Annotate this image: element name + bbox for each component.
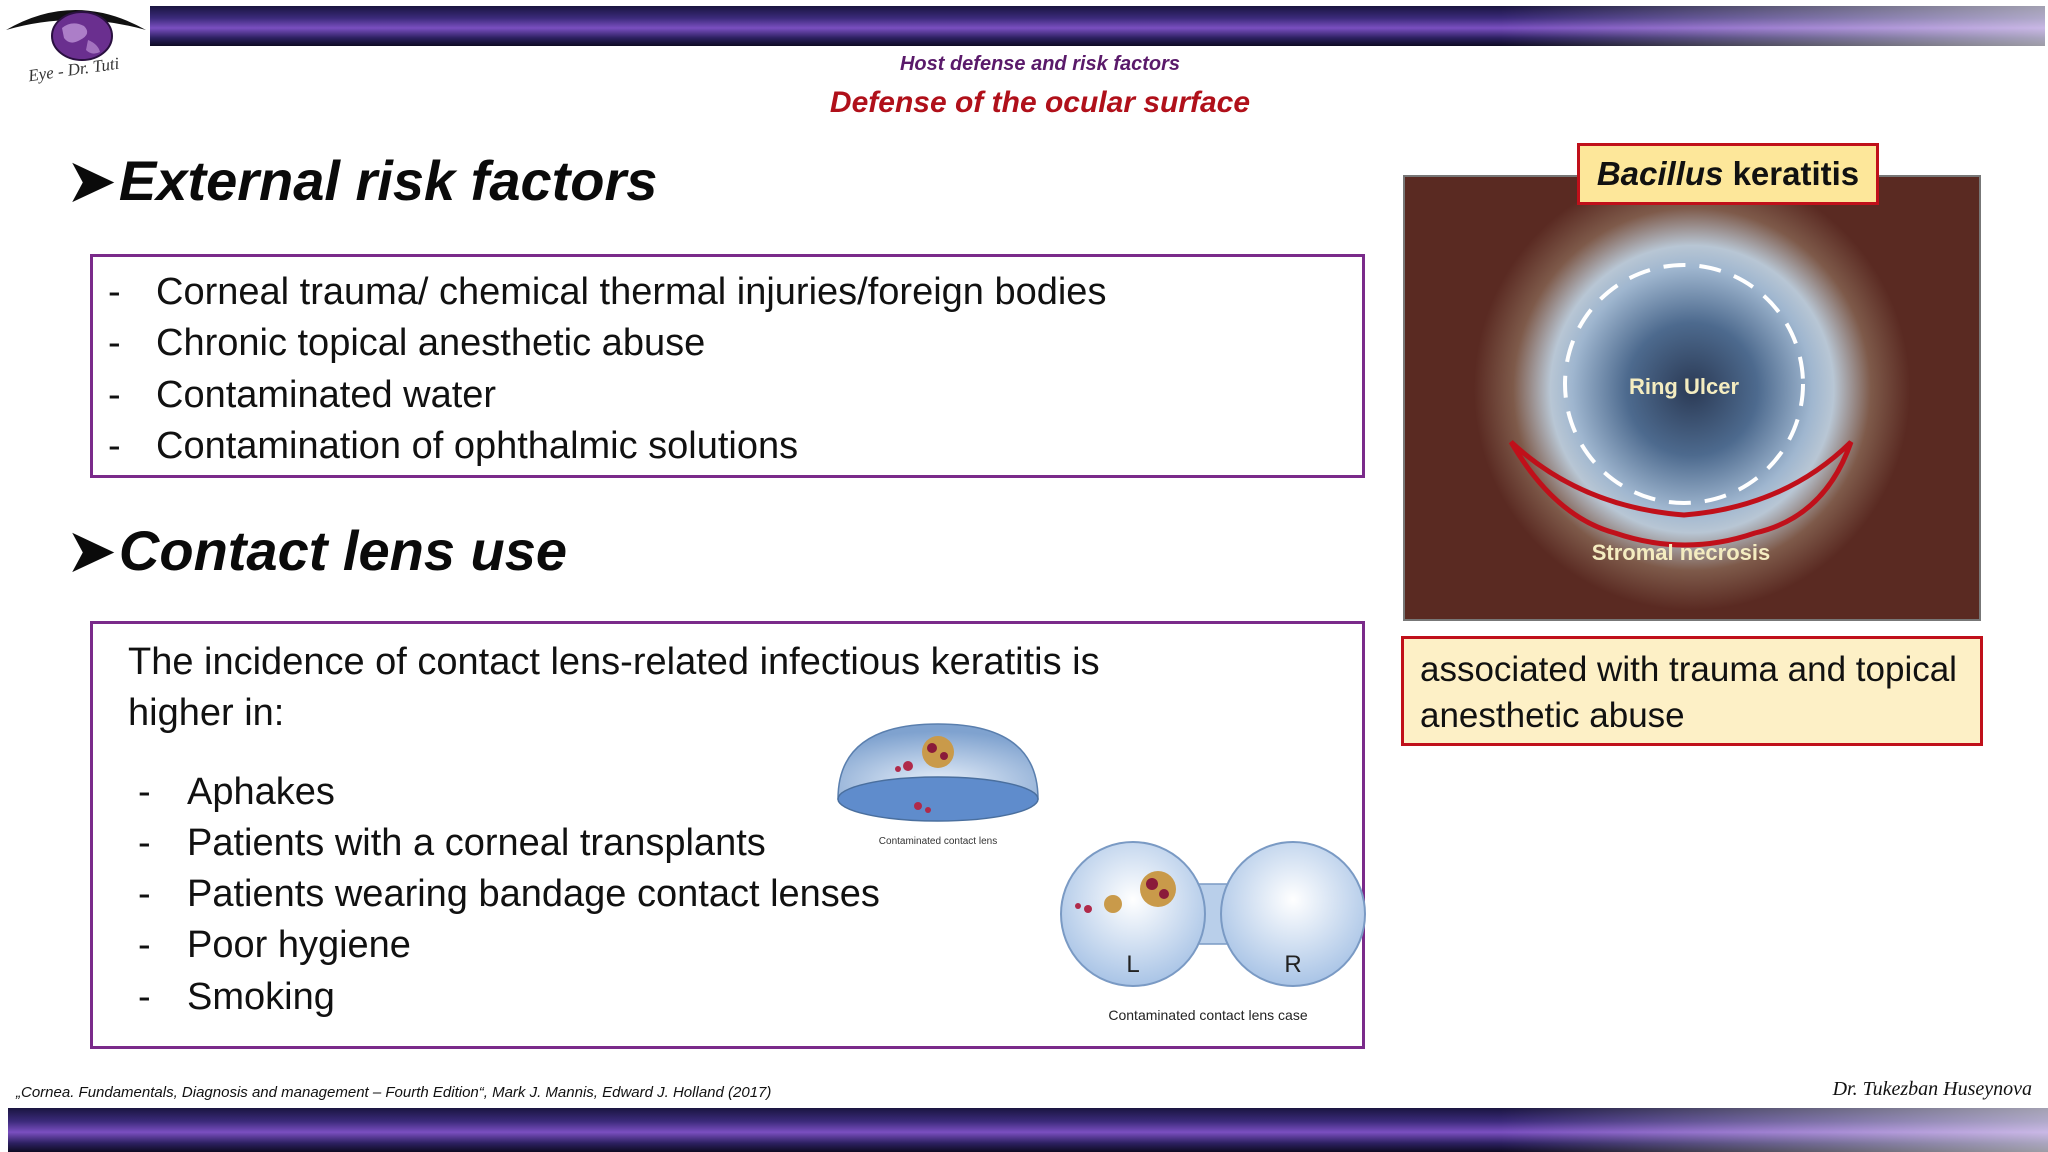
contaminated-lens-illustration: Contaminated contact lens	[837, 723, 1039, 847]
list-dash: -	[138, 924, 151, 966]
list-dash: -	[138, 771, 151, 813]
intro-text-line1: The incidence of contact lens-related in…	[128, 641, 1100, 683]
list-dash: -	[138, 873, 151, 915]
slide-title: Defense of the ocular surface	[829, 86, 1251, 119]
list-item: Contamination of ophthalmic solutions	[156, 425, 799, 467]
ring-ulcer-label: Ring Ulcer	[1629, 374, 1739, 399]
external-risk-box: - Corneal trauma/ chemical thermal injur…	[90, 254, 1365, 478]
association-note-box: associated with trauma and topical anest…	[1401, 636, 1983, 746]
list-item: Chronic topical anesthetic abuse	[156, 322, 706, 364]
contaminated-lens-case-illustration: L R Contaminated contact lens case	[1060, 841, 1366, 1023]
list-item: Poor hygiene	[187, 924, 411, 966]
note-line2: anesthetic abuse	[1420, 696, 1685, 735]
external-heading-text: External risk factors	[118, 149, 658, 212]
eye-logo-icon	[6, 10, 146, 61]
list-item: Patients wearing bandage contact lenses	[187, 873, 880, 915]
list-item: Corneal trauma/ chemical thermal injurie…	[156, 271, 1107, 313]
bottom-banner-fade	[1500, 1108, 2048, 1152]
list-item: Aphakes	[187, 771, 335, 813]
list-item: Patients with a corneal transplants	[187, 822, 766, 864]
list-dash: -	[138, 976, 151, 1018]
case-right-label: R	[1284, 951, 1301, 978]
list-dash: -	[138, 822, 151, 864]
contact-lens-box: The incidence of contact lens-related in…	[90, 621, 1366, 1049]
stromal-necrosis-label: Stromal necrosis	[1592, 540, 1771, 565]
note-line1: associated with trauma and topical	[1420, 650, 1957, 689]
list-dash: -	[108, 374, 121, 416]
bacillus-italic: Bacillus	[1596, 155, 1724, 192]
list-item: Smoking	[187, 976, 335, 1018]
slide-kicker: Host defense and risk factors	[899, 53, 1181, 75]
contact-heading: ➤Contact lens use	[68, 518, 567, 584]
arrow-bullet-icon: ➤	[68, 149, 115, 212]
list-item: Contaminated water	[156, 374, 497, 416]
intro-text-line2: higher in:	[128, 692, 285, 734]
external-heading: ➤External risk factors	[68, 148, 657, 214]
case-left-label: L	[1126, 951, 1139, 978]
author-name: Dr. Tukezban Huseynova	[1832, 1078, 2032, 1100]
arrow-bullet-icon: ➤	[68, 519, 115, 582]
list-dash: -	[108, 322, 121, 364]
top-banner-fade	[1500, 6, 2048, 46]
reference-citation: „Cornea. Fundamentals, Diagnosis and man…	[16, 1084, 772, 1101]
photo-annotations: Ring Ulcer Stromal necrosis	[1508, 263, 1854, 565]
bacillus-keratitis-label: Bacillus keratitis	[1577, 143, 1879, 205]
bacillus-keratitis-photo: Ring Ulcer Stromal necrosis	[1403, 175, 1981, 621]
lens-caption: Contaminated contact lens	[879, 836, 997, 847]
case-caption: Contaminated contact lens case	[1108, 1007, 1307, 1023]
contact-heading-text: Contact lens use	[118, 519, 568, 582]
list-dash: -	[108, 271, 121, 313]
bacillus-rest: keratitis	[1723, 155, 1860, 192]
list-dash: -	[108, 425, 121, 467]
